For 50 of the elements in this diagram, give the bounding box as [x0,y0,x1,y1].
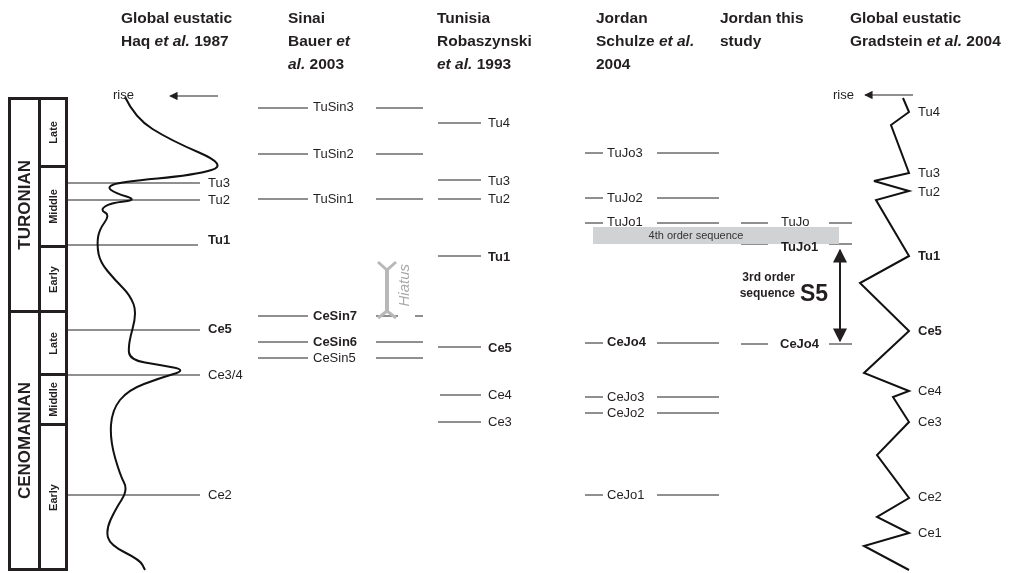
surface-label: CeSin5 [313,350,356,366]
sequence-name: S5 [800,282,829,305]
surface-label: CeJo4 [607,334,647,350]
surface-label: Tu3 [488,173,510,189]
surface-label: Tu2 [208,192,230,208]
surface-label: Ce1 [918,525,942,541]
column-heading: Global eustatic Haq et al. 1987 [121,8,234,51]
surface-label: Tu4 [488,115,510,131]
surface-label: TuJo2 [607,190,643,206]
surface-label: Ce5 [208,321,232,337]
surface-label: TuSin3 [313,99,354,115]
surface-label: TuSin1 [313,191,354,207]
surface-label: Tu1 [208,232,231,248]
surface-label: Tu1 [488,249,511,265]
surface-label: TuJo [781,214,810,230]
surface-label: Tu4 [918,104,940,120]
surface-label: Ce2 [208,487,232,503]
surface-label: CeJo3 [607,389,645,405]
column-heading: Global eustatic Gradstein et al. 2004 [850,8,1002,51]
surface-label: Tu2 [488,191,510,207]
surface-label: Tu2 [918,184,940,200]
surface-label: rise [113,87,134,103]
surface-label: CeSin7 [313,308,358,324]
surface-label: Ce3/4 [208,367,243,383]
surface-label: Ce5 [488,340,512,356]
surface-label: TuJo3 [607,145,643,161]
surface-label: rise [833,87,854,103]
surface-label: Tu3 [208,175,230,191]
column-heading: Sinai Bauer et al. 2003 [288,8,352,74]
surface-label: CeJo2 [607,405,645,421]
surface-label: Ce2 [918,489,942,505]
substage-box: Early [38,423,68,571]
surface-label: CeJo1 [607,487,645,503]
substage-box: Late [38,97,68,168]
surface-label: Ce4 [918,383,942,399]
column-heading: Jordan Schulze et al. 2004 [596,8,696,74]
surface-label: TuJo1 [607,214,643,230]
surface-label: Ce3 [918,414,942,430]
surface-label: Ce5 [918,323,942,339]
column-heading: Jordan this study [720,8,805,51]
surface-label: TuSin2 [313,146,354,162]
surface-label: CeSin6 [313,334,358,350]
surface-label: Tu1 [918,248,941,264]
sequence-label: 3rd order sequence [738,269,795,301]
surface-label: Ce3 [488,414,512,430]
surface-label: CeJo4 [780,336,820,352]
column-heading: Tunisia Robaszynski et al. 1993 [437,8,533,74]
surface-label: Tu3 [918,165,940,181]
hiatus-label: Hiatus [396,264,411,307]
surface-label: Ce4 [488,387,512,403]
